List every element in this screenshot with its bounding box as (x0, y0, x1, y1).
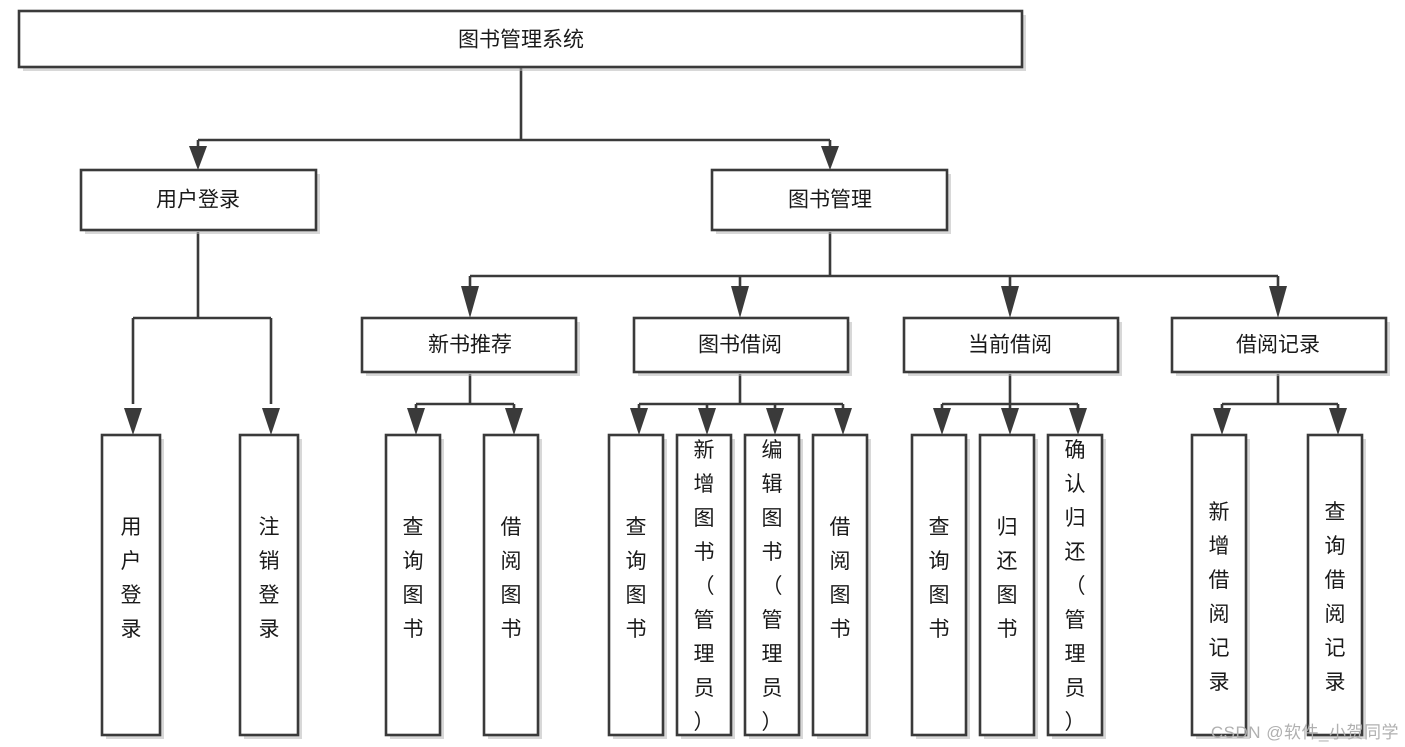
node-leaf-query-book-borrow[interactable]: 查询图书 (607, 433, 667, 739)
node-leaf-borrow-book-box[interactable] (811, 433, 869, 737)
node-leaf-add-book-admin-label: 新增图书（管理员） (694, 439, 715, 734)
node-leaf-confirm-return-admin-box[interactable] (1046, 433, 1104, 737)
arrowhead-login-child-2 (262, 408, 280, 435)
node-leaf-query-book-borrow-box[interactable] (607, 433, 665, 737)
node-root-label: 图书管理系统 (458, 29, 584, 52)
arrowhead-current-child-2 (1001, 408, 1019, 435)
node-book-management[interactable]: 图书管理 (710, 168, 951, 234)
arrowhead-newbook-child-2 (505, 408, 523, 435)
arrowhead-login-child-1 (124, 408, 142, 435)
node-leaf-query-book-newbook-label: 查询图书 (403, 516, 424, 641)
node-leaf-user-login-label: 用户登录 (121, 516, 142, 641)
node-leaf-confirm-return-admin[interactable]: 确认归还（管理员） (1046, 433, 1106, 739)
arrowhead-to-book-management (821, 146, 839, 170)
node-leaf-return-book-label: 归还图书 (997, 516, 1018, 641)
arrowhead-current-child-1 (933, 408, 951, 435)
node-leaf-logout-label: 注销登录 (259, 516, 280, 641)
node-book-management-box[interactable] (710, 168, 949, 232)
node-leaf-add-book-admin[interactable]: 新增图书（管理员） (675, 433, 735, 739)
node-leaf-add-book-admin-box[interactable] (675, 433, 733, 737)
arrowhead-to-borrow-record (1269, 286, 1287, 318)
node-leaf-add-borrow-record-box[interactable] (1190, 433, 1248, 737)
arrowhead-current-child-3 (1069, 408, 1087, 435)
node-current-borrow[interactable]: 当前借阅 (902, 316, 1122, 376)
node-new-book-recommend-box[interactable] (360, 316, 578, 374)
node-leaf-query-book-current[interactable]: 查询图书 (910, 433, 970, 739)
node-current-borrow-box[interactable] (902, 316, 1120, 374)
node-current-borrow-label: 当前借阅 (968, 334, 1052, 357)
arrowhead-to-current-borrow (1001, 286, 1019, 318)
node-leaf-query-book-newbook-box[interactable] (384, 433, 442, 737)
node-borrow-record-label: 借阅记录 (1236, 334, 1320, 357)
node-new-book-recommend-label: 新书推荐 (428, 334, 512, 357)
node-book-borrow[interactable]: 图书借阅 (632, 316, 852, 376)
node-leaf-return-book-box[interactable] (978, 433, 1036, 737)
node-leaf-query-book-borrow-label: 查询图书 (626, 516, 647, 641)
node-leaf-borrow-book-newbook-box[interactable] (482, 433, 540, 737)
node-leaf-add-borrow-record[interactable]: 新增借阅记录 (1190, 433, 1250, 739)
arrowhead-newbook-child-1 (407, 408, 425, 435)
arrowhead-record-child-1 (1213, 408, 1231, 435)
arrowhead-to-user-login (189, 146, 207, 170)
arrowhead-borrow-child-4 (834, 408, 852, 435)
node-user-login-box[interactable] (79, 168, 318, 232)
arrowhead-to-book-borrow (731, 286, 749, 318)
node-leaf-add-borrow-record-label: 新增借阅记录 (1209, 501, 1230, 694)
node-leaf-confirm-return-admin-label: 确认归还（管理员） (1065, 439, 1086, 734)
node-leaf-borrow-book-newbook-label: 借阅图书 (501, 516, 522, 641)
node-leaf-user-login-box[interactable] (100, 433, 162, 737)
node-book-borrow-box[interactable] (632, 316, 850, 374)
node-leaf-borrow-book[interactable]: 借阅图书 (811, 433, 871, 739)
node-leaf-logout-box[interactable] (238, 433, 300, 737)
connector-layer (124, 68, 1347, 435)
node-book-borrow-label: 图书借阅 (698, 334, 782, 357)
node-leaf-borrow-book-label: 借阅图书 (830, 516, 851, 641)
node-root[interactable]: 图书管理系统 (17, 9, 1026, 71)
node-leaf-query-borrow-record-box[interactable] (1306, 433, 1364, 737)
arrowhead-borrow-child-1 (630, 408, 648, 435)
node-book-management-label: 图书管理 (788, 189, 872, 212)
node-new-book-recommend[interactable]: 新书推荐 (360, 316, 580, 376)
node-leaf-edit-book-admin[interactable]: 编辑图书（管理员） (743, 433, 803, 739)
node-borrow-record[interactable]: 借阅记录 (1170, 316, 1390, 376)
node-root-box[interactable] (17, 9, 1024, 69)
node-leaf-edit-book-admin-label: 编辑图书（管理员） (762, 439, 783, 734)
node-leaf-return-book[interactable]: 归还图书 (978, 433, 1038, 739)
node-leaf-query-book-newbook[interactable]: 查询图书 (384, 433, 444, 739)
arrowhead-borrow-child-2 (698, 408, 716, 435)
node-user-login[interactable]: 用户登录 (79, 168, 320, 234)
node-leaf-logout[interactable]: 注销登录 (238, 433, 302, 739)
arrowhead-to-new-book (461, 286, 479, 318)
node-borrow-record-box[interactable] (1170, 316, 1388, 374)
node-user-login-label: 用户登录 (156, 189, 240, 212)
node-leaf-edit-book-admin-box[interactable] (743, 433, 801, 737)
arrowhead-record-child-2 (1329, 408, 1347, 435)
arrowhead-borrow-child-3 (766, 408, 784, 435)
node-leaf-query-borrow-record[interactable]: 查询借阅记录 (1306, 433, 1366, 739)
node-leaf-query-book-current-label: 查询图书 (929, 516, 950, 641)
node-leaf-borrow-book-newbook[interactable]: 借阅图书 (482, 433, 542, 739)
node-leaf-query-book-current-box[interactable] (910, 433, 968, 737)
node-leaf-query-borrow-record-label: 查询借阅记录 (1325, 501, 1346, 694)
node-leaf-user-login[interactable]: 用户登录 (100, 433, 164, 739)
